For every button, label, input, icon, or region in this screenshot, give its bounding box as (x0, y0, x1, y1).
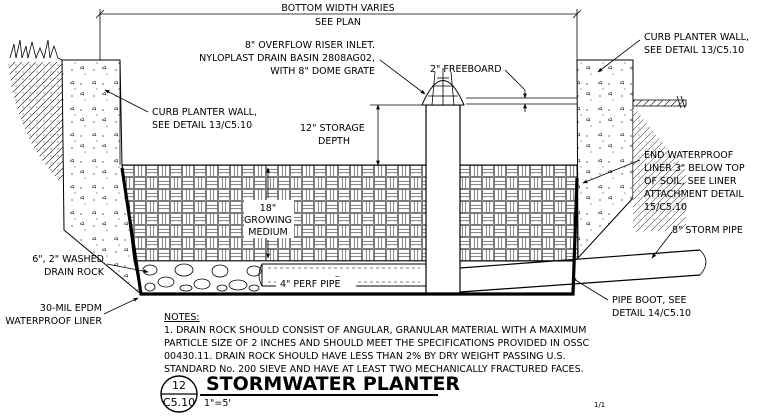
storm-pipe-label: 8" STORM PIPE (672, 225, 743, 236)
storage-depth-label-2: DEPTH (318, 136, 350, 147)
notes-block: NOTES: 1. DRAIN ROCK SHOULD CONSIST OF A… (164, 312, 590, 375)
detail-number: 12 (172, 379, 186, 392)
liner-end-callout-2: LINER 3" BELOW TOP (644, 163, 745, 174)
bottom-width-ref: SEE PLAN (315, 17, 361, 28)
curb-left-callout-2: SEE DETAIL 13/C5.10 (152, 120, 252, 131)
note-line-4: STANDARD No. 200 SIEVE AND HAVE AT LEAST… (164, 364, 584, 375)
growing-medium-label: 18" GROWING MEDIUM (244, 200, 294, 238)
note-line-3: 00430.11. DRAIN ROCK SHOULD HAVE LESS TH… (164, 351, 566, 362)
detail-title: STORMWATER PLANTER (206, 373, 460, 395)
notes-heading: NOTES: (164, 312, 200, 323)
bottom-width-dimension (95, 9, 582, 165)
title-block: 12 C5.10 STORMWATER PLANTER 1"=5' 1/1 (160, 373, 605, 413)
liner-end-callout-5: 15/C5.10 (644, 202, 687, 213)
riser-callout-1: 8" OVERFLOW RISER INLET. (245, 40, 375, 51)
pipe-boot-callout-1: PIPE BOOT, SEE (612, 295, 686, 306)
overflow-riser (421, 68, 465, 295)
right-earth (632, 95, 687, 232)
curb-left-callout-1: CURB PLANTER WALL, (152, 107, 257, 118)
drain-rock-callout-1: 6", 2" WASHED (32, 254, 104, 265)
left-earth (8, 39, 64, 182)
epdm-callout-1: 30-MIL EPDM (40, 303, 102, 314)
epdm-callout-2: WATERPROOF LINER (5, 316, 102, 327)
leader-lines (103, 39, 673, 315)
drain-rock-callout-2: DRAIN ROCK (44, 267, 105, 278)
growing-label-3: MEDIUM (248, 227, 287, 238)
perf-pipe-label: 4" PERF PIPE (276, 277, 356, 290)
note-line-2: PARTICLE SIZE OF 2 INCHES AND SHOULD MEE… (164, 338, 590, 349)
storm-pipe (459, 249, 707, 293)
storage-depth-dimension (370, 104, 426, 166)
growing-label-2: GROWING (244, 215, 292, 226)
liner-end-callout-1: END WATERPROOF (644, 150, 733, 161)
freeboard-label: 2" FREEBOARD (430, 64, 502, 75)
freeboard-dimension (466, 90, 577, 112)
right-curb-wall (576, 59, 634, 260)
waterproof-liner (120, 167, 579, 296)
sheet-number: C5.10 (163, 396, 195, 409)
note-line-1: 1. DRAIN ROCK SHOULD CONSIST OF ANGULAR,… (164, 325, 586, 336)
bottom-width-label: BOTTOM WIDTH VARIES (281, 3, 394, 14)
page-indicator: 1/1 (594, 401, 605, 409)
scale-label: 1"=5' (204, 398, 231, 409)
growing-label-1: 18" (260, 203, 276, 214)
curb-right-callout-2: SEE DETAIL 13/C5.10 (644, 45, 744, 56)
curb-right-callout-1: CURB PLANTER WALL, (644, 32, 749, 43)
perf-pipe-text: 4" PERF PIPE (280, 279, 341, 290)
storage-depth-label-1: 12" STORAGE (300, 123, 365, 134)
liner-end-callout-3: OF SOIL, SEE LINER (644, 176, 737, 187)
pipe-boot-callout-2: DETAIL 14/C5.10 (612, 308, 691, 319)
riser-callout-2: NYLOPLAST DRAIN BASIN 2808AG02, (199, 53, 375, 64)
growing-medium (121, 164, 579, 262)
liner-end-callout-4: ATTACHMENT DETAIL (644, 189, 744, 200)
riser-callout-3: WITH 8" DOME GRATE (270, 66, 375, 77)
